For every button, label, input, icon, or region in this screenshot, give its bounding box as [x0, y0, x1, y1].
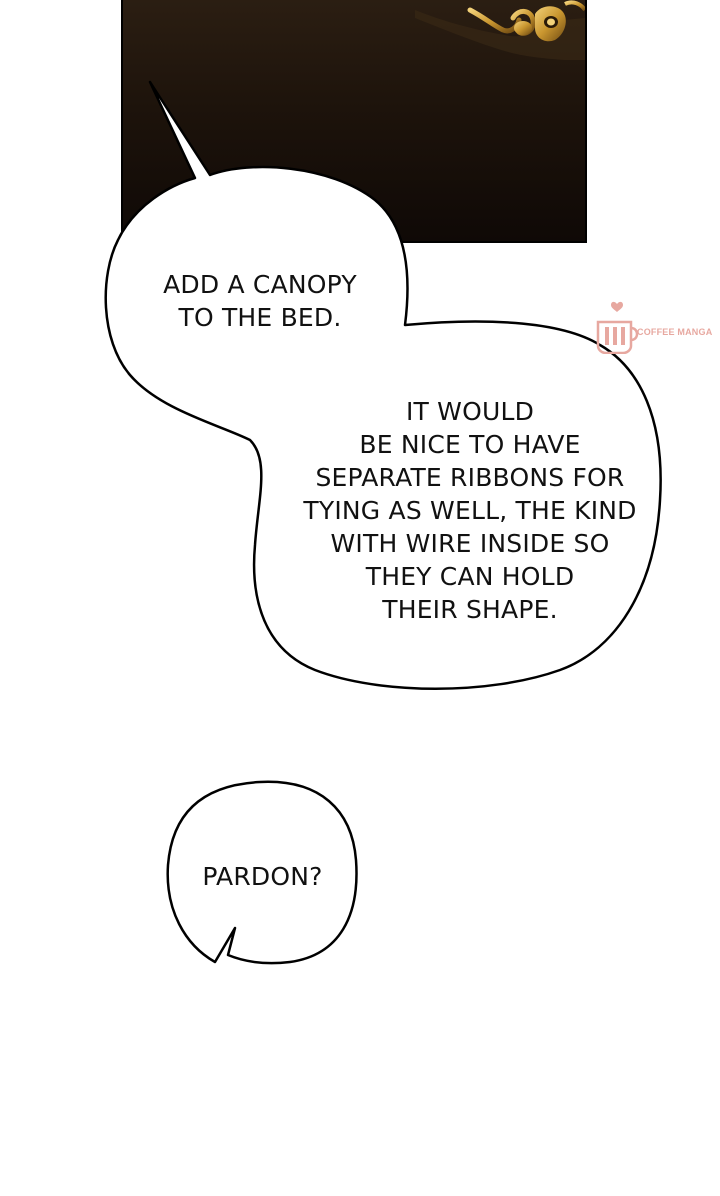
speech-bubble-pardon	[166, 780, 358, 965]
bubble-text-pardon: PARDON?	[202, 862, 323, 891]
speech-bubble-canopy	[104, 80, 662, 690]
bubble-text-ribbons: IT WOULD BE NICE TO HAVE SEPARATE RIBBON…	[303, 397, 637, 624]
coffee-cup-icon	[596, 301, 639, 354]
watermark-text: COFFEE MANGA	[637, 327, 713, 337]
bubble-text-canopy: ADD A CANOPY TO THE BED.	[163, 270, 357, 332]
gold-ornament-illustration	[415, 0, 585, 60]
